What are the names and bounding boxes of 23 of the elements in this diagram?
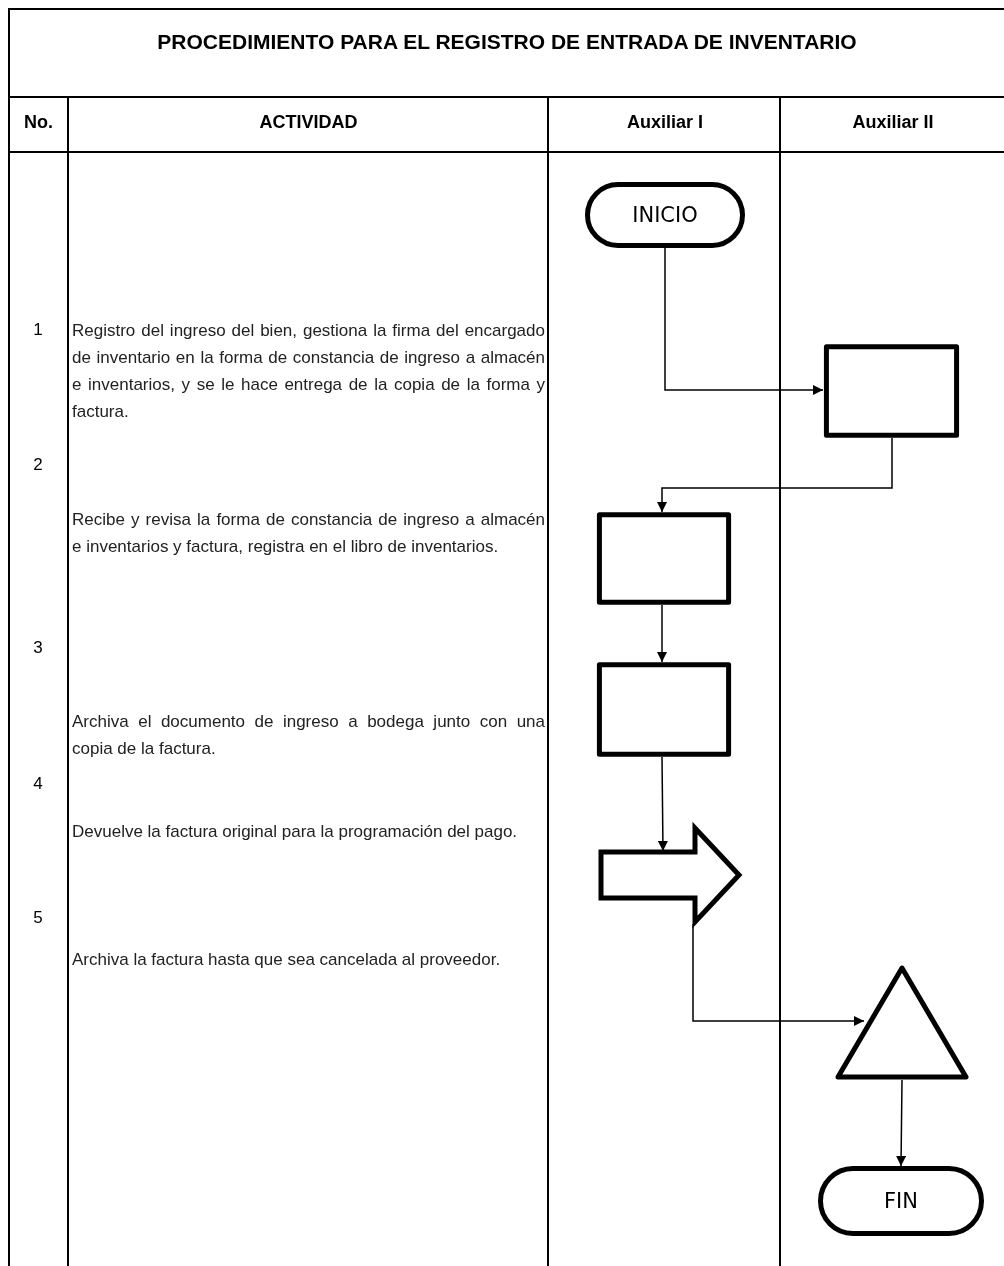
step-number: 5 xyxy=(32,908,44,928)
column-header: ACTIVIDAD xyxy=(258,112,359,133)
step-number: 4 xyxy=(32,774,44,794)
title: PROCEDIMIENTO PARA EL REGISTRO DE ENTRADA DE INVENTARIO xyxy=(157,30,857,53)
activity-description: Devuelve la factura original para la programación del pago. xyxy=(72,821,519,843)
column-header: No. xyxy=(23,112,54,133)
arrow xyxy=(896,1079,907,1167)
arrow xyxy=(692,923,865,1026)
activity-description: Registro del ingreso del bien, gestiona la firma del encargado de inventario en la forma de constancia de ingreso a almacén e inventarios, y se le hace entrega de la copia de la forma y factura. xyxy=(72,320,545,423)
step-number: 2 xyxy=(32,455,44,475)
step-number: 1 xyxy=(32,320,44,340)
terminator-label: FIN xyxy=(884,1189,918,1213)
column-header: Auxiliar II xyxy=(851,112,935,133)
column-header: Auxiliar I xyxy=(626,112,704,133)
activity-description: Recibe y revisa la forma de constancia de ingreso a almacén e inventarios y factura, registra en el libro de inventarios. xyxy=(72,509,545,558)
arrow xyxy=(664,247,824,395)
activity-description: Archiva el documento de ingreso a bodega junto con una copia de la factura. xyxy=(72,711,545,760)
arrow xyxy=(657,604,667,663)
activity-description: Archiva la factura hasta que sea cancelada al proveedor. xyxy=(72,949,502,971)
arrow xyxy=(657,437,893,513)
terminator-label: INICIO xyxy=(632,203,698,227)
arrow xyxy=(657,756,668,852)
step-number: 3 xyxy=(32,638,44,658)
